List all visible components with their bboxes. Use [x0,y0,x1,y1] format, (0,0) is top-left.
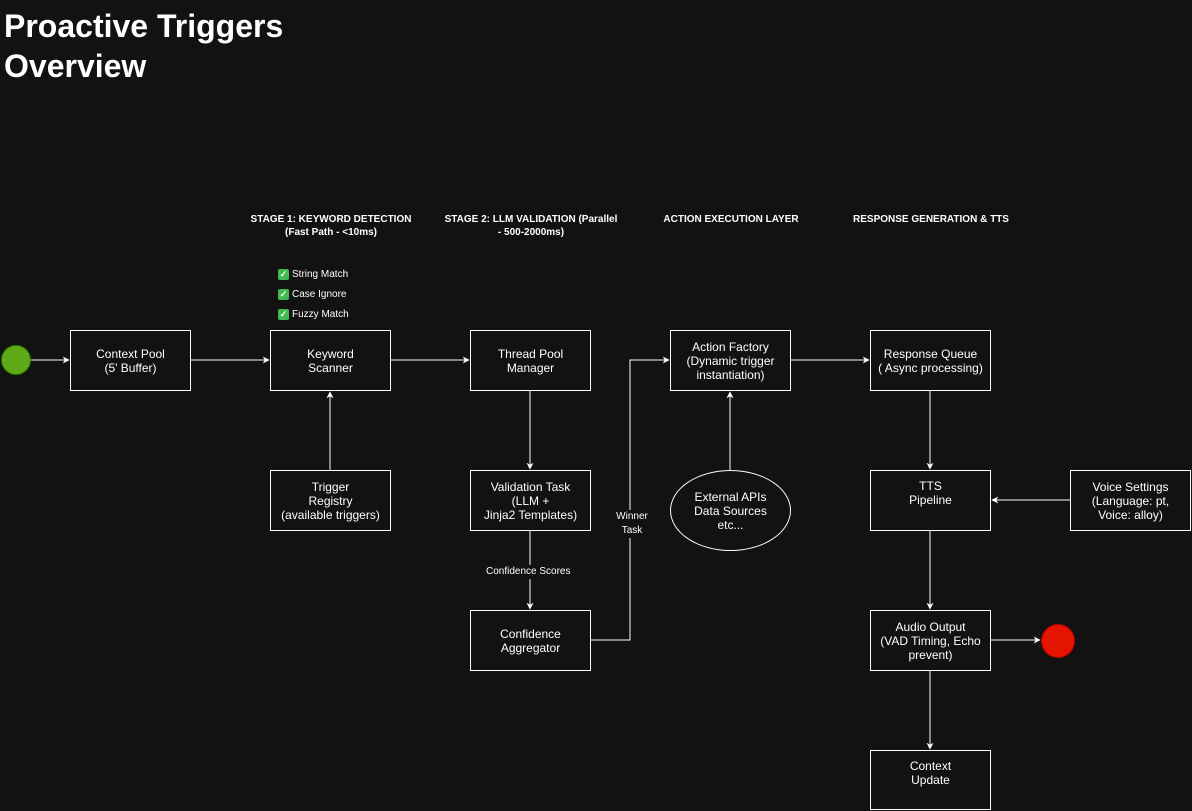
action-factory-line-3: instantiation) [696,367,765,382]
audio-output-node: Audio Output (VAD Timing, Echo prevent) [870,610,991,671]
validation-task-line-2: (LLM + [511,493,550,508]
external-apis-line-2: Data Sources [694,503,767,518]
audio-output-line-3: prevent) [908,647,953,662]
title-line-2: Overview [4,48,147,84]
thread-pool-manager-node: Thread Pool Manager [470,330,591,391]
thread-pool-line-2: Manager [506,360,555,375]
checklist-item: ✓ Case Ignore [278,288,346,301]
checklist-label: String Match [292,269,349,280]
stage-2-line-1: STAGE 2: LLM VALIDATION (Parallel [444,214,618,225]
end-node [1041,624,1075,658]
keyword-scanner-line-1: Keyword [307,346,354,361]
validation-task-node: Validation Task (LLM + Jinja2 Templates) [470,470,591,531]
action-factory-line-1: Action Factory [692,339,769,354]
audio-output-line-2: (VAD Timing, Echo [880,633,981,648]
stage-3-line-1: ACTION EXECUTION LAYER [663,214,799,225]
checklist-item: ✓ String Match [278,268,348,281]
edge-aggregator-to-action-factory [590,356,670,641]
external-apis-line-3: etc... [717,517,744,532]
trigger-registry-node: Trigger Registry (available triggers) [270,470,391,531]
response-queue-line-1: Response Queue [883,346,978,361]
voice-settings-line-3: Voice: alloy) [1098,507,1163,522]
context-pool-line-2: (5' Buffer) [104,360,157,375]
winner-task-line-1: Winner [616,511,648,522]
confidence-aggregator-line-1: Confidence [500,626,561,641]
checklist-label: Fuzzy Match [292,309,349,320]
confidence-aggregator-node: Confidence Aggregator [470,610,591,671]
keyword-scanner-line-2: Scanner [308,360,353,375]
validation-task-line-3: Jinja2 Templates) [483,507,578,522]
voice-settings-line-1: Voice Settings [1092,479,1169,494]
context-update-line-2: Update [911,773,950,787]
voice-settings-line-2: (Language: pt, [1091,493,1170,508]
winner-task-line-2: Task [621,525,643,536]
start-node [1,345,31,375]
tts-pipeline-line-2: Pipeline [909,493,952,507]
check-mark-icon: ✓ [278,269,289,280]
audio-output-line-1: Audio Output [895,619,966,634]
stage-4-label: RESPONSE GENERATION & TTS [840,213,1022,226]
validation-task-line-1: Validation Task [490,479,571,494]
stage-3-label: ACTION EXECUTION LAYER [650,213,812,226]
external-apis-line-1: External APIs [694,489,767,504]
action-factory-node: Action Factory (Dynamic trigger instanti… [670,330,791,391]
check-mark-icon: ✓ [278,309,289,320]
trigger-registry-line-3: (available triggers) [281,507,380,522]
winner-task-label: Winner Task [610,510,654,538]
checklist-label: Case Ignore [292,289,347,300]
tts-pipeline-line-1: TTS [919,479,942,493]
check-mark-icon: ✓ [278,289,289,300]
voice-settings-node: Voice Settings (Language: pt, Voice: all… [1070,470,1191,531]
stage-1-line-1: STAGE 1: KEYWORD DETECTION [250,214,412,225]
context-pool-line-1: Context Pool [96,346,165,361]
diagram-title: Proactive Triggers Overview [4,6,283,86]
trigger-registry-line-1: Trigger [311,479,350,494]
action-factory-line-2: (Dynamic trigger [686,353,775,368]
context-pool-node: Context Pool (5' Buffer) [70,330,191,391]
stage-1-line-2: (Fast Path - <10ms) [285,227,377,238]
tts-pipeline-node: TTS Pipeline [870,470,991,531]
context-update-node: Context Update [870,750,991,810]
stage-4-line-1: RESPONSE GENERATION & TTS [853,214,1009,225]
stage-2-label: STAGE 2: LLM VALIDATION (Parallel - 500-… [436,213,626,239]
response-queue-node: Response Queue ( Async processing) [870,330,991,391]
trigger-registry-line-2: Registry [308,493,353,508]
stage-2-line-2: - 500-2000ms) [497,227,565,238]
thread-pool-line-1: Thread Pool [497,346,564,361]
stage-1-label: STAGE 1: KEYWORD DETECTION (Fast Path - … [240,213,422,239]
confidence-aggregator-line-2: Aggregator [500,640,561,655]
checklist-item: ✓ Fuzzy Match [278,308,349,321]
context-update-line-1: Context [909,759,952,773]
keyword-scanner-node: Keyword Scanner [270,330,391,391]
response-queue-line-2: ( Async processing) [878,360,983,375]
external-apis-node: External APIs Data Sources etc... [670,470,791,551]
title-line-1: Proactive Triggers [4,8,284,44]
confidence-scores-label: Confidence Scores [484,565,573,579]
